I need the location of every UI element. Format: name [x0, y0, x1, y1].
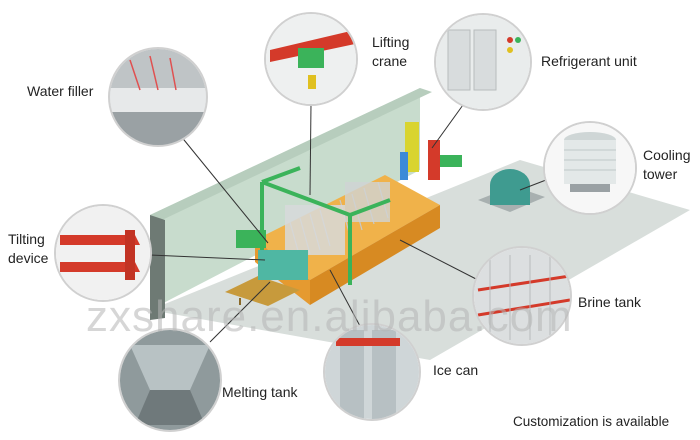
- label-refrigerant-unit: Refrigerant unit: [541, 53, 637, 69]
- refrigeration-equipment: [400, 122, 462, 180]
- gantry-frame: [260, 166, 391, 300]
- label-tilting-device: Tilting device: [8, 230, 48, 268]
- label-ice-can: Ice can: [433, 362, 479, 378]
- customization-note: Customization is available: [513, 414, 670, 429]
- water-filler-photo: [108, 47, 208, 147]
- leader-lines: [149, 97, 547, 343]
- melting-area: [225, 230, 308, 306]
- label-tilting-device-line2: device: [8, 250, 49, 266]
- tilting-device-photo: [54, 204, 152, 302]
- label-tilting-device-line1: Tilting: [8, 231, 45, 247]
- label-lifting-crane-line1: Lifting: [372, 34, 410, 50]
- label-melting-tank: Melting tank: [222, 384, 298, 400]
- label-lifting-crane-line2: crane: [372, 53, 408, 69]
- label-brine-tank: Brine tank: [578, 294, 642, 310]
- label-cooling-tower-line1: Cooling: [643, 147, 691, 163]
- label-water-filler: Water filler: [27, 83, 94, 99]
- left-wall: [150, 215, 165, 320]
- floor-plane: [150, 160, 690, 360]
- melting-tank-photo: [118, 328, 222, 432]
- back-wall-top: [150, 88, 432, 220]
- label-cooling-tower: Cooling tower: [643, 146, 690, 184]
- brine-tank-photo: [472, 246, 572, 346]
- cooling-tower-photo: [543, 121, 637, 215]
- lifting-crane-photo: [264, 12, 358, 106]
- label-cooling-tower-line2: tower: [643, 166, 678, 182]
- back-wall: [150, 88, 420, 310]
- ice-can-photo: [323, 323, 421, 421]
- refrigerant-unit-photo: [434, 13, 532, 111]
- watermark: zxshare.en.alibaba.com: [86, 292, 573, 341]
- label-lifting-crane: Lifting crane: [372, 33, 409, 71]
